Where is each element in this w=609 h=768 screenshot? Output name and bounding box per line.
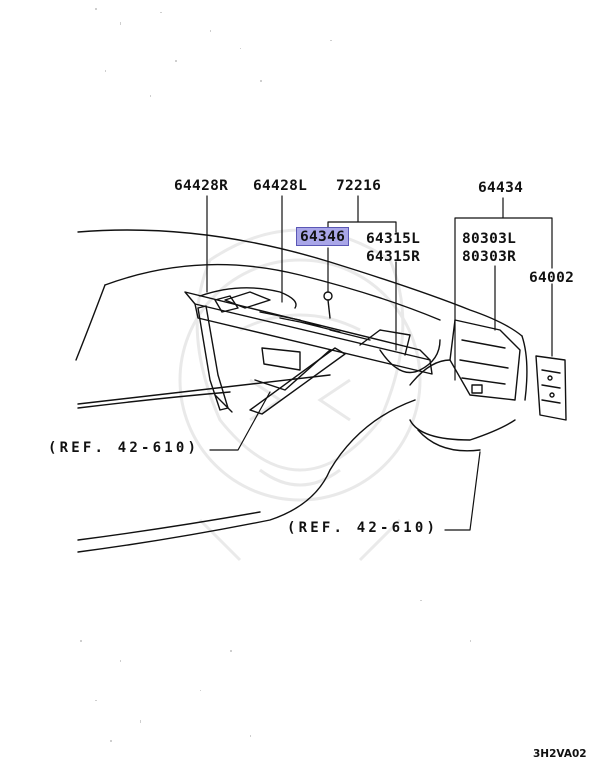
- wheel-house-lower: [417, 429, 481, 452]
- part-label-80303l[interactable]: 80303L: [462, 231, 517, 247]
- leader-lines: [206, 195, 553, 531]
- rear-quarter-line: [409, 419, 516, 441]
- watermark-emblem: [178, 228, 422, 562]
- part-label-64002[interactable]: 64002: [529, 270, 575, 286]
- part-label-64315r[interactable]: 64315R: [366, 249, 421, 265]
- reference-callout-bottom[interactable]: (REF. 42-610): [287, 520, 439, 536]
- clip-64002: [535, 355, 567, 421]
- scan-speckle: [80, 8, 471, 742]
- brace-64428r: [197, 305, 233, 413]
- part-label-64434[interactable]: 64434: [478, 180, 524, 196]
- door-upper-line: [77, 391, 231, 409]
- reference-callout-left[interactable]: (REF. 42-610): [48, 440, 200, 456]
- part-label-64315l[interactable]: 64315L: [366, 231, 421, 247]
- part-label-64346-highlighted[interactable]: 64346: [295, 227, 350, 246]
- part-label-80303r[interactable]: 80303R: [462, 249, 517, 265]
- car-inner-roof-line: [104, 263, 441, 321]
- rear-fender-arc: [77, 399, 416, 553]
- rear-body-edge: [521, 335, 528, 401]
- windshield-edge: [75, 284, 106, 361]
- lower-body-line: [77, 511, 261, 541]
- diagram-code: 3H2VA02: [533, 748, 587, 760]
- part-label-64428l[interactable]: 64428L: [253, 178, 308, 194]
- brace-64428l: [249, 347, 346, 415]
- part-label-72216[interactable]: 72216: [336, 178, 382, 194]
- bracket-80303: [409, 319, 521, 401]
- highlighted-part-64346[interactable]: 64346: [295, 227, 350, 246]
- car-roof-line: [77, 229, 523, 337]
- roof-frame-assembly: [184, 287, 441, 375]
- part-label-64428r[interactable]: 64428R: [174, 178, 229, 194]
